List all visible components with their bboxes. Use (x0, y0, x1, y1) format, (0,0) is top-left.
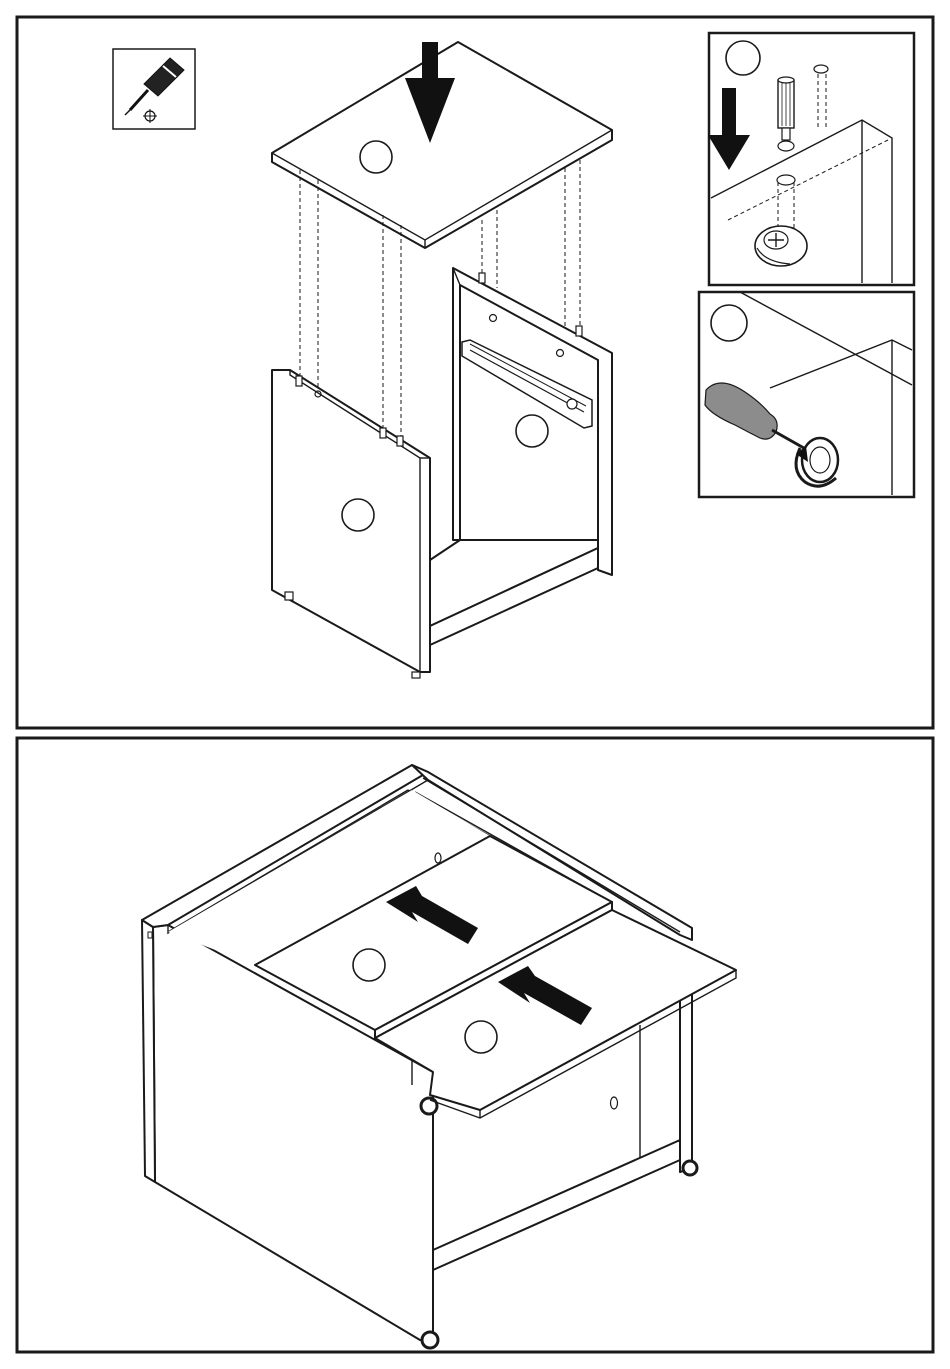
side-panel-right (453, 268, 612, 575)
inset-tighten-cam (699, 292, 914, 497)
top-panel (272, 42, 612, 248)
inset-cam-dowel (708, 33, 914, 285)
inset-cam-dowel-callout (726, 41, 760, 75)
panel-back-callout (353, 949, 385, 981)
side-panel-left (272, 370, 430, 678)
side-panel-right-callout (516, 415, 548, 447)
bottom-panel (430, 540, 598, 645)
inset-tighten-cam-callout (711, 305, 747, 341)
panel-front-callout (465, 1021, 497, 1053)
top-panel-callout (360, 141, 392, 173)
phillips-screwdriver-icon (113, 49, 195, 129)
side-panel-left-callout (342, 499, 374, 531)
